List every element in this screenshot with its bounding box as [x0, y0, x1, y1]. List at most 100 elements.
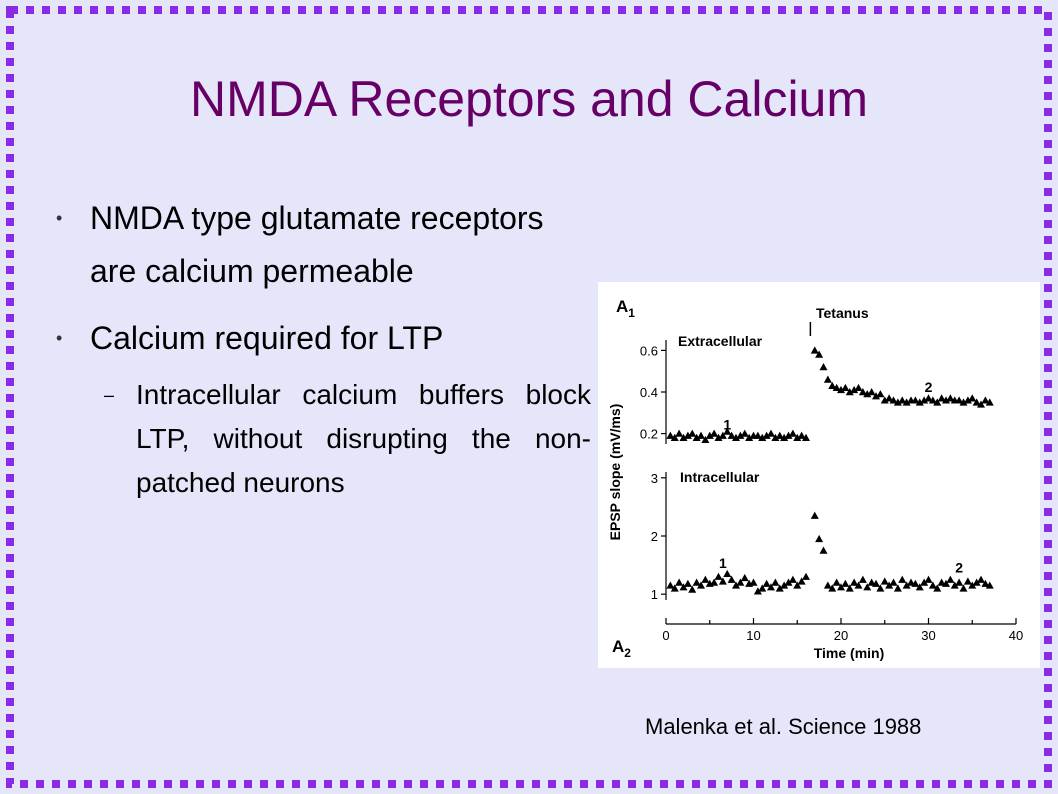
sub-bullet-text: Intracellular calcium buffers block LTP,… — [136, 379, 591, 498]
data-point — [867, 578, 876, 586]
data-point — [902, 398, 911, 406]
data-point — [902, 581, 911, 589]
data-point — [815, 534, 824, 543]
data-point — [889, 578, 898, 586]
data-point — [718, 431, 727, 439]
data-point — [972, 398, 981, 406]
data-point — [670, 433, 679, 441]
y-tick-label: 0.2 — [640, 427, 658, 442]
panel-label-a1: A1 — [616, 297, 635, 320]
data-point — [692, 578, 701, 586]
data-point — [937, 578, 946, 586]
phase-marker: 1 — [723, 417, 731, 433]
data-point — [758, 433, 767, 441]
subplot-title: Extracellular — [678, 333, 763, 349]
data-point — [767, 583, 775, 591]
tetanus-label: Tetanus — [816, 305, 869, 321]
data-point — [880, 396, 889, 404]
data-point — [985, 398, 994, 406]
data-point — [845, 388, 854, 396]
data-point — [797, 577, 806, 585]
data-point — [911, 396, 920, 404]
x-axis-label: Time (min) — [814, 645, 885, 661]
data-point — [784, 578, 793, 586]
data-point — [762, 431, 771, 439]
data-point — [802, 433, 810, 441]
data-point — [898, 396, 907, 404]
data-point — [666, 431, 675, 439]
data-point — [784, 431, 793, 439]
data-point — [915, 398, 924, 406]
data-point — [714, 433, 723, 441]
data-point — [924, 394, 933, 402]
data-point — [872, 392, 880, 400]
data-point — [968, 394, 977, 402]
data-point — [837, 385, 845, 394]
data-point — [697, 431, 705, 439]
data-point — [710, 429, 719, 437]
bullet-item: • NMDA type glutamate receptors are calc… — [56, 192, 570, 298]
data-point — [775, 431, 784, 439]
data-point — [841, 579, 850, 587]
data-point — [775, 584, 784, 592]
data-point — [959, 584, 968, 592]
x-tick-label: 10 — [746, 628, 760, 643]
bullet-text: Calcium required for LTP — [90, 320, 444, 356]
data-point — [985, 581, 994, 589]
x-tick-label: 20 — [834, 628, 848, 643]
data-point — [823, 375, 832, 383]
data-point — [740, 573, 749, 582]
data-point — [815, 350, 824, 358]
bullet-dot: • — [56, 328, 63, 348]
data-point — [977, 400, 985, 408]
data-point — [850, 578, 859, 586]
x-tick-label: 40 — [1009, 628, 1023, 643]
data-point — [732, 581, 740, 589]
data-point — [858, 388, 867, 396]
data-point — [845, 584, 854, 592]
bullet-text: NMDA type glutamate receptors are calciu… — [90, 200, 544, 289]
data-point — [710, 578, 719, 586]
data-point — [758, 584, 767, 592]
data-point — [670, 584, 679, 592]
data-point — [876, 390, 885, 398]
data-point — [955, 578, 964, 586]
data-point — [837, 583, 845, 591]
data-point — [942, 396, 950, 404]
data-point — [880, 577, 889, 585]
data-point — [683, 579, 692, 587]
dotted-border — [6, 6, 1052, 788]
slide-title: NMDA Receptors and Calcium — [189, 71, 869, 127]
data-point — [797, 431, 806, 439]
panel-label-a2: A2 — [612, 637, 631, 660]
data-point — [736, 578, 745, 586]
data-point — [863, 583, 872, 591]
data-point — [780, 433, 789, 441]
phase-marker: 2 — [925, 379, 933, 395]
sub-bullet-dash: – — [104, 385, 115, 405]
data-point — [920, 578, 929, 586]
data-point — [889, 396, 898, 404]
data-point — [692, 433, 701, 441]
data-point — [679, 583, 688, 591]
data-point — [727, 431, 736, 439]
data-point — [740, 429, 749, 437]
data-point — [823, 581, 832, 589]
phase-marker: 2 — [955, 560, 963, 576]
data-point — [762, 579, 771, 587]
y-tick-label: 0.6 — [640, 343, 658, 358]
data-point — [977, 575, 985, 583]
data-point — [832, 578, 841, 586]
y-tick-label: 2 — [651, 529, 658, 544]
data-point — [863, 390, 872, 398]
data-point — [771, 433, 780, 441]
data-point — [928, 581, 937, 589]
data-point — [828, 584, 837, 592]
data-point — [920, 396, 929, 404]
data-point — [950, 581, 959, 589]
data-point — [753, 431, 762, 439]
data-point — [749, 578, 758, 586]
data-point — [666, 581, 675, 589]
x-tick-label: 0 — [662, 628, 669, 643]
